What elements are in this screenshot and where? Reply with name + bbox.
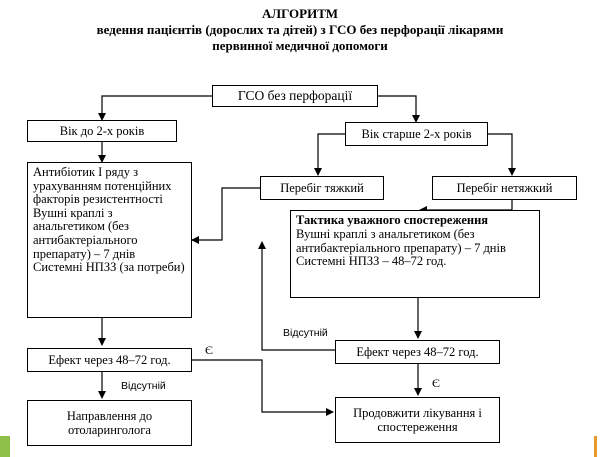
diagram-title: АЛГОРИТМ	[262, 6, 338, 21]
arrow-nonsevere-to-watch	[419, 200, 513, 214]
box-continue: Продовжити лікування і спостереження	[335, 397, 500, 443]
diagram-subtitle-line1: ведення пацієнтів (дорослих та дітей) з …	[96, 22, 504, 37]
arrow-effect-left-present	[192, 359, 334, 416]
arrow-severe-to-antibiotic	[191, 187, 260, 244]
diagram-subtitle-line2: первинної медичної допомоги	[212, 38, 388, 53]
box-start: ГСО без перфорації	[212, 85, 378, 107]
label-absent-right: Відсутній	[283, 327, 328, 339]
box-age-over2: Вік старше 2-х років	[345, 122, 488, 146]
label-present-left: Є	[205, 343, 213, 357]
box-age-under2: Вік до 2-х років	[27, 120, 177, 142]
arrow-over2-to-severe	[314, 133, 345, 176]
arrow-start-to-over2	[378, 95, 420, 123]
green-accent-bar	[0, 436, 10, 457]
arrow-start-to-under2	[98, 95, 212, 121]
label-present-right: Є	[432, 376, 440, 390]
box-watchful-waiting: Тактика уважного спостереження Вушні кра…	[290, 210, 540, 298]
box-referral: Направлення до отоларинголога	[27, 400, 192, 446]
arrow-over2-to-nonsevere	[488, 133, 516, 176]
box-antibiotic: Антибіотик І ряду з урахуванням потенцій…	[27, 162, 192, 318]
box-severe: Перебіг тяжкий	[260, 176, 384, 200]
box-nonsevere: Перебіг нетяжкий	[432, 176, 577, 200]
arrow-effect-right-absent	[258, 241, 335, 351]
watch-title: Тактика уважного спостереження	[296, 213, 489, 227]
box-effect-left: Ефект через 48–72 год.	[27, 348, 192, 372]
orange-accent-bar	[594, 436, 597, 457]
box-effect-right: Ефект через 48–72 год.	[335, 340, 500, 364]
watch-text: Вушні краплі з анальгетиком (без антибак…	[296, 226, 506, 269]
label-absent-left: Відсутній	[121, 380, 166, 392]
